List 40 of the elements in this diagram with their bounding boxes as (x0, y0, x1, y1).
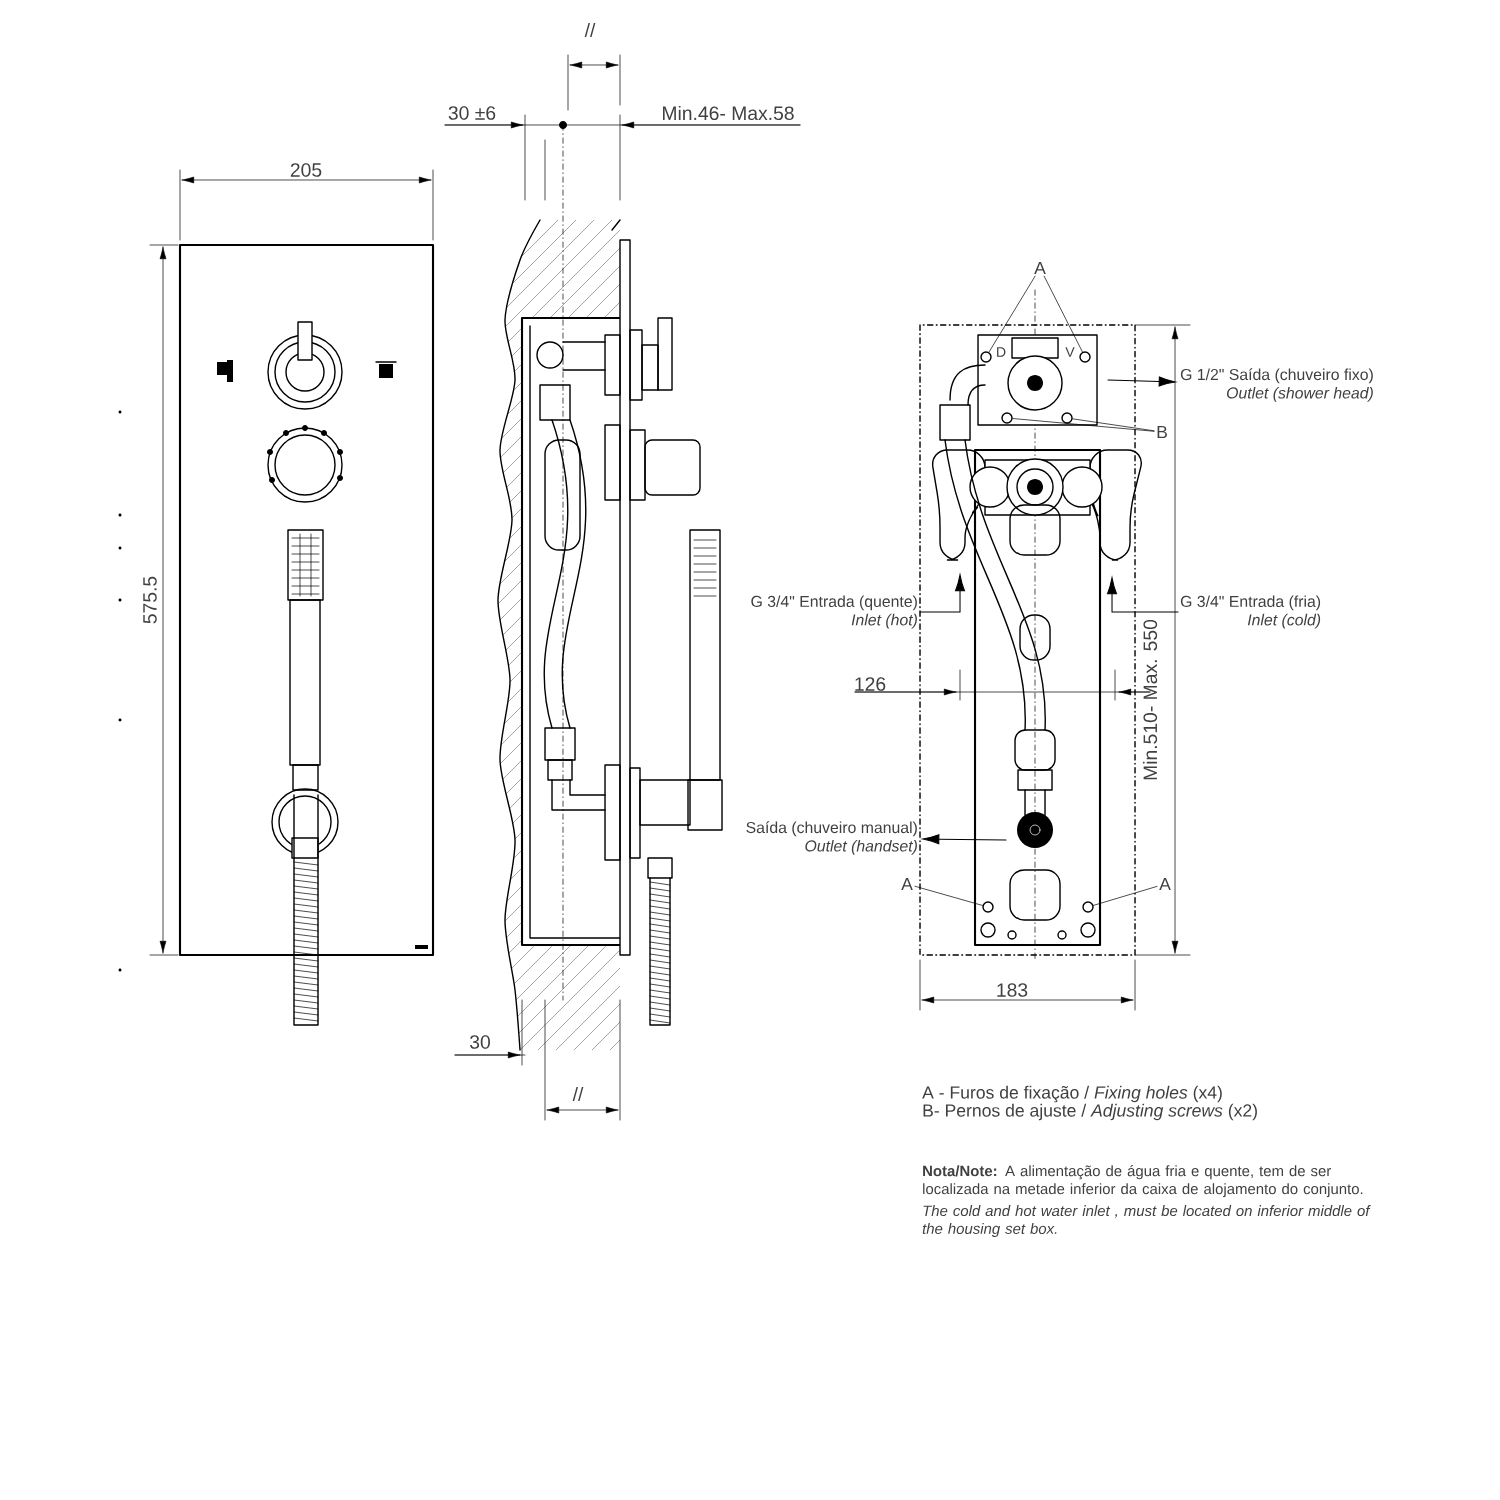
leader-line (1093, 886, 1158, 906)
leader-line (1072, 418, 1155, 432)
fixing-hole (982, 901, 994, 913)
valve-marking: V (1065, 347, 1075, 357)
dimension-text: 126 (855, 677, 886, 691)
adjusting-screw (1061, 412, 1073, 424)
connection-label: G 1/2" Saída (chuveiro fixo) Outlet (shower head) (1180, 368, 1373, 402)
fixing-hole (1082, 901, 1094, 913)
arrow (1107, 376, 1176, 387)
note-text: Nota/Note: A alimentação de água fria e quente, tem de ser localizada na metade inferior da caixa de alojamento do conjunto. (923, 1165, 1363, 1198)
connection-label: G 3/4" Entrada (quente) Inlet (hot) (751, 595, 917, 629)
legend-text: A - Furos de fixação / Fixing holes (x4) (922, 1085, 1222, 1103)
arrow (1107, 577, 1179, 613)
dimension-text: 575.5 (143, 576, 157, 624)
callout-letter: A (901, 877, 913, 891)
leader-line (1012, 418, 1155, 432)
callout-letter: B (1157, 425, 1167, 439)
dimension-text: Min.510- Max. 550 (1142, 619, 1158, 780)
legend-text: B- Pernos de ajuste / Adjusting screws (x2) (923, 1103, 1257, 1121)
dimension-text: 30 (470, 1035, 490, 1049)
arrow (922, 834, 1007, 845)
fixing-hole (1079, 351, 1091, 363)
adjusting-screw (1001, 412, 1013, 424)
callout-letter: A (1034, 261, 1046, 275)
arrow (919, 574, 965, 613)
dimension-text: // (572, 1086, 584, 1102)
connection-label: G 3/4" Entrada (fria) Inlet (cold) (1180, 595, 1321, 629)
note-text: The cold and hot water inlet , must be located on inferior middle of the housing set box. (922, 1205, 1371, 1237)
dimension-text: 205 (290, 163, 322, 177)
dimension-text: 183 (997, 983, 1028, 997)
connection-label: Saída (chuveiro manual) Outlet (handset) (746, 821, 917, 855)
leader-line (988, 275, 1036, 353)
dimension-text: // (584, 22, 596, 38)
dimension-text: 30 ±6 (448, 106, 496, 120)
leader-line (1043, 275, 1083, 353)
fixing-hole (980, 351, 992, 363)
valve-marking: D (997, 347, 1006, 357)
callout-letter: A (1159, 877, 1171, 891)
leader-line (914, 885, 983, 906)
dimension-text: Min.46- Max.58 (663, 105, 794, 121)
